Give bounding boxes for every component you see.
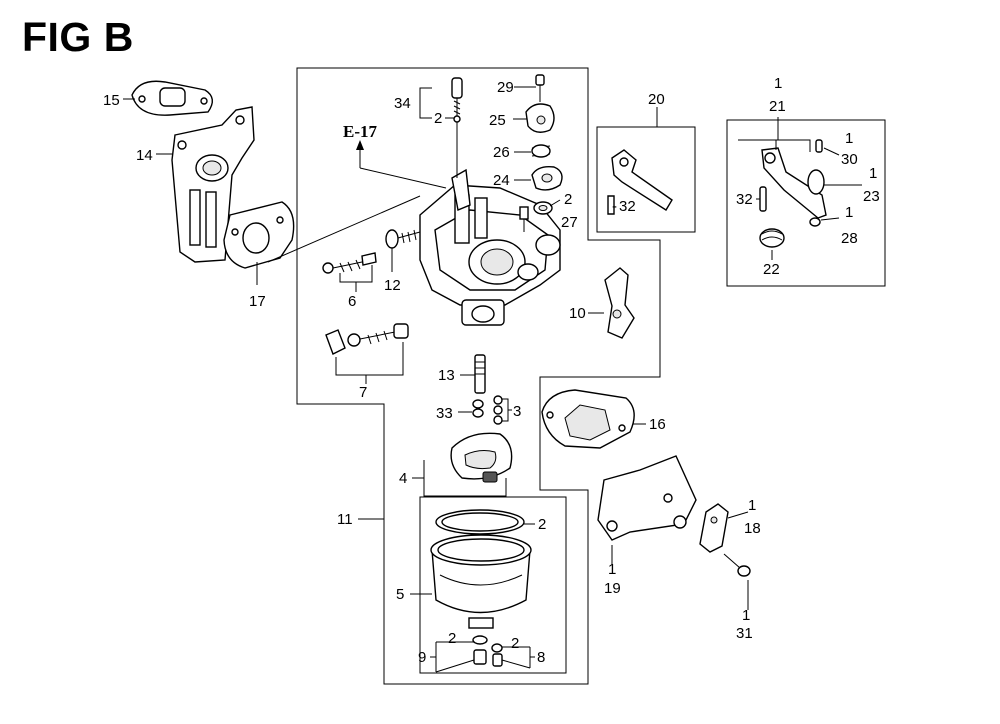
ref-e17-label: E-17 — [343, 122, 378, 141]
part-25-plate — [525, 103, 555, 133]
callout-12: 12 — [384, 277, 401, 294]
bracket-7 — [335, 342, 404, 376]
part-4-float — [450, 432, 513, 483]
leader-17-to-carb — [267, 195, 421, 263]
callout-15: 15 — [103, 92, 120, 109]
part-22-spring — [759, 228, 785, 248]
part-12-screw — [385, 229, 421, 249]
part-3-jet — [493, 395, 503, 425]
part-10-clip — [604, 267, 635, 339]
part-21-box — [726, 119, 886, 287]
part-33-oring — [472, 399, 484, 418]
callout-22: 22 — [763, 261, 780, 278]
part-8-drain-screw — [491, 643, 503, 667]
callout-16: 16 — [649, 416, 666, 433]
part-27-washer — [533, 201, 553, 215]
carburetor-assembly-outline — [296, 67, 661, 685]
callout-25: 25 — [489, 112, 506, 129]
callout-5: 5 — [396, 586, 404, 603]
callout-26: 26 — [493, 144, 510, 161]
part-2-pin-top — [519, 206, 529, 232]
callout-18: 18 — [744, 520, 761, 537]
callout-23: 23 — [863, 188, 880, 205]
callout-1-g: 1 — [742, 607, 750, 624]
part-34-screw — [451, 77, 463, 123]
callout-13: 13 — [438, 367, 455, 384]
callout-4: 4 — [399, 470, 407, 487]
part-17-gasket — [223, 201, 295, 269]
part-7-screw-set — [325, 323, 409, 355]
callout-8: 8 — [537, 649, 545, 666]
callout-30: 30 — [841, 151, 858, 168]
callout-21: 21 — [769, 98, 786, 115]
callout-3: 3 — [513, 403, 521, 420]
callout-19: 19 — [604, 580, 621, 597]
figure-title: FIG B — [22, 14, 134, 60]
bracket-34 — [419, 87, 432, 119]
part-18-link — [699, 503, 729, 553]
dash-32-a: - — [612, 198, 617, 215]
part-19-bracket — [597, 455, 697, 541]
part-23-lever — [761, 139, 827, 219]
callout-2-b: 2 — [564, 191, 572, 208]
part-29-screw — [535, 74, 545, 102]
callout-9: 9 — [418, 649, 426, 666]
callout-1-c: 1 — [869, 165, 877, 182]
bracket-6 — [339, 265, 373, 283]
callout-1-b: 1 — [845, 130, 853, 147]
part-14-bracket — [171, 106, 255, 263]
callout-2-c: 2 — [538, 516, 546, 533]
callout-1-d: 1 — [845, 204, 853, 221]
part-13-nozzle — [474, 354, 486, 394]
part-31-bolt — [723, 553, 751, 577]
part-20-box — [596, 126, 696, 233]
part-15-gasket — [131, 80, 213, 116]
part-9-drain-bolt — [472, 635, 488, 665]
part-11-bowl-box — [419, 496, 567, 674]
callout-1-f: 1 — [608, 561, 616, 578]
callout-1-e: 1 — [748, 497, 756, 514]
callout-10: 10 — [569, 305, 586, 322]
callout-29: 29 — [497, 79, 514, 96]
callout-6: 6 — [348, 293, 356, 310]
callout-24: 24 — [493, 172, 510, 189]
callout-2-e: 2 — [511, 635, 519, 652]
part-32-pin — [759, 186, 767, 212]
callout-14: 14 — [136, 147, 153, 164]
bracket-9 — [430, 641, 475, 673]
callout-7: 7 — [359, 384, 367, 401]
part-20-choke-shaft — [607, 149, 673, 215]
callout-11: 11 — [337, 511, 353, 528]
callout-33: 33 — [436, 405, 453, 422]
part-16-gasket — [541, 389, 635, 449]
callout-17: 17 — [249, 293, 266, 310]
callout-20: 20 — [648, 91, 665, 108]
e17-arrow-icon — [356, 140, 364, 150]
part-28-washer — [809, 217, 821, 227]
part-5-float-bowl — [430, 534, 532, 629]
part-6-screw — [322, 252, 377, 274]
part-24-lever — [531, 165, 563, 191]
callout-34: 34 — [394, 95, 411, 112]
bracket-3 — [502, 398, 509, 422]
part-26-spring — [531, 144, 551, 158]
callout-2-d: 2 — [448, 630, 456, 647]
callout-31: 31 — [736, 625, 753, 642]
bracket-8 — [501, 646, 535, 669]
callout-27: 27 — [561, 214, 578, 231]
part-2-bowl-gasket — [435, 509, 525, 535]
callout-32-a: 32 — [619, 198, 636, 215]
callout-28: 28 — [841, 230, 858, 247]
callout-32-b: 32 — [736, 191, 753, 208]
callout-1-a: 1 — [774, 75, 782, 92]
callout-2-a: 2 — [434, 110, 442, 127]
